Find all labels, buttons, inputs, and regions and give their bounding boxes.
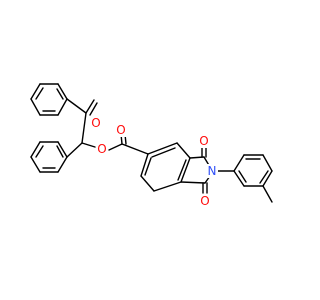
atom-o-ester-link: O [96, 142, 108, 156]
atom-o-ester-link-label: O [97, 142, 106, 156]
atom-o-imide-bottom-label: O [200, 194, 209, 208]
bond-layer [30, 83, 273, 203]
atom-n-imide-label: N [208, 164, 217, 178]
atom-o-imide-top-label: O [199, 134, 208, 148]
atom-o-ketone: O [90, 116, 102, 130]
atom-o-ketone-label: O [91, 116, 100, 130]
atom-o-ester-carbonyl-label: O [116, 123, 125, 137]
atom-n-imide: N [206, 164, 218, 178]
atom-o-imide-top: O [198, 134, 210, 148]
atom-o-ester-carbonyl: O [115, 123, 127, 137]
atom-o-imide-bottom: O [199, 194, 211, 208]
molecule-structure-diagram: O O O O O N [30, 83, 273, 208]
